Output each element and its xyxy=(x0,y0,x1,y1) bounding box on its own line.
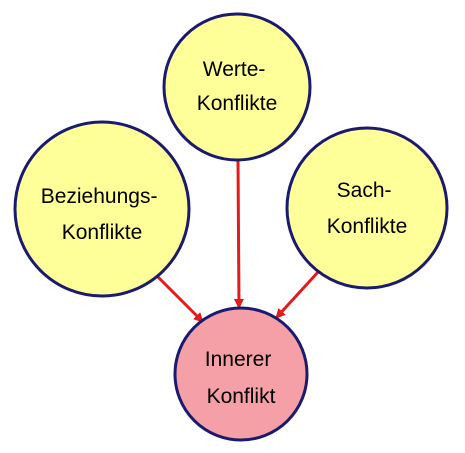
node-werte-konflikte: Werte- Konflikte xyxy=(162,12,312,162)
arrow-sach-to-innerer xyxy=(274,269,321,320)
node-werte-line1: Werte- xyxy=(203,58,266,81)
node-sach-circle xyxy=(285,126,449,290)
node-sach-line2: Konflikte xyxy=(327,215,408,238)
node-beziehung-label: Beziehungs- Konflikte xyxy=(41,185,164,244)
node-sach-label: Sach- Konflikte xyxy=(327,179,408,238)
node-innerer-label: Innerer Konflikt xyxy=(205,348,277,408)
node-beziehung-line1: Beziehungs- xyxy=(41,185,158,208)
node-sach-konflikte: Sach- Konflikte xyxy=(285,126,449,290)
node-beziehung-line2: Konflikte xyxy=(62,221,143,244)
node-beziehung-circle xyxy=(13,120,191,298)
node-beziehungs-konflikte: Beziehungs- Konflikte xyxy=(13,120,191,298)
node-werte-line2: Konflikte xyxy=(197,92,278,115)
arrow-werte-to-innerer xyxy=(233,159,244,309)
node-sach-line1: Sach- xyxy=(337,179,392,202)
node-innerer-line2: Konflikt xyxy=(207,385,276,408)
node-werte-label: Werte- Konflikte xyxy=(197,58,278,115)
node-werte-circle xyxy=(162,12,312,162)
node-innerer-circle xyxy=(173,306,309,442)
arrow-beziehung-to-innerer xyxy=(155,274,205,324)
node-innerer-konflikt: Innerer Konflikt xyxy=(173,306,309,442)
node-innerer-line1: Innerer xyxy=(205,348,272,371)
